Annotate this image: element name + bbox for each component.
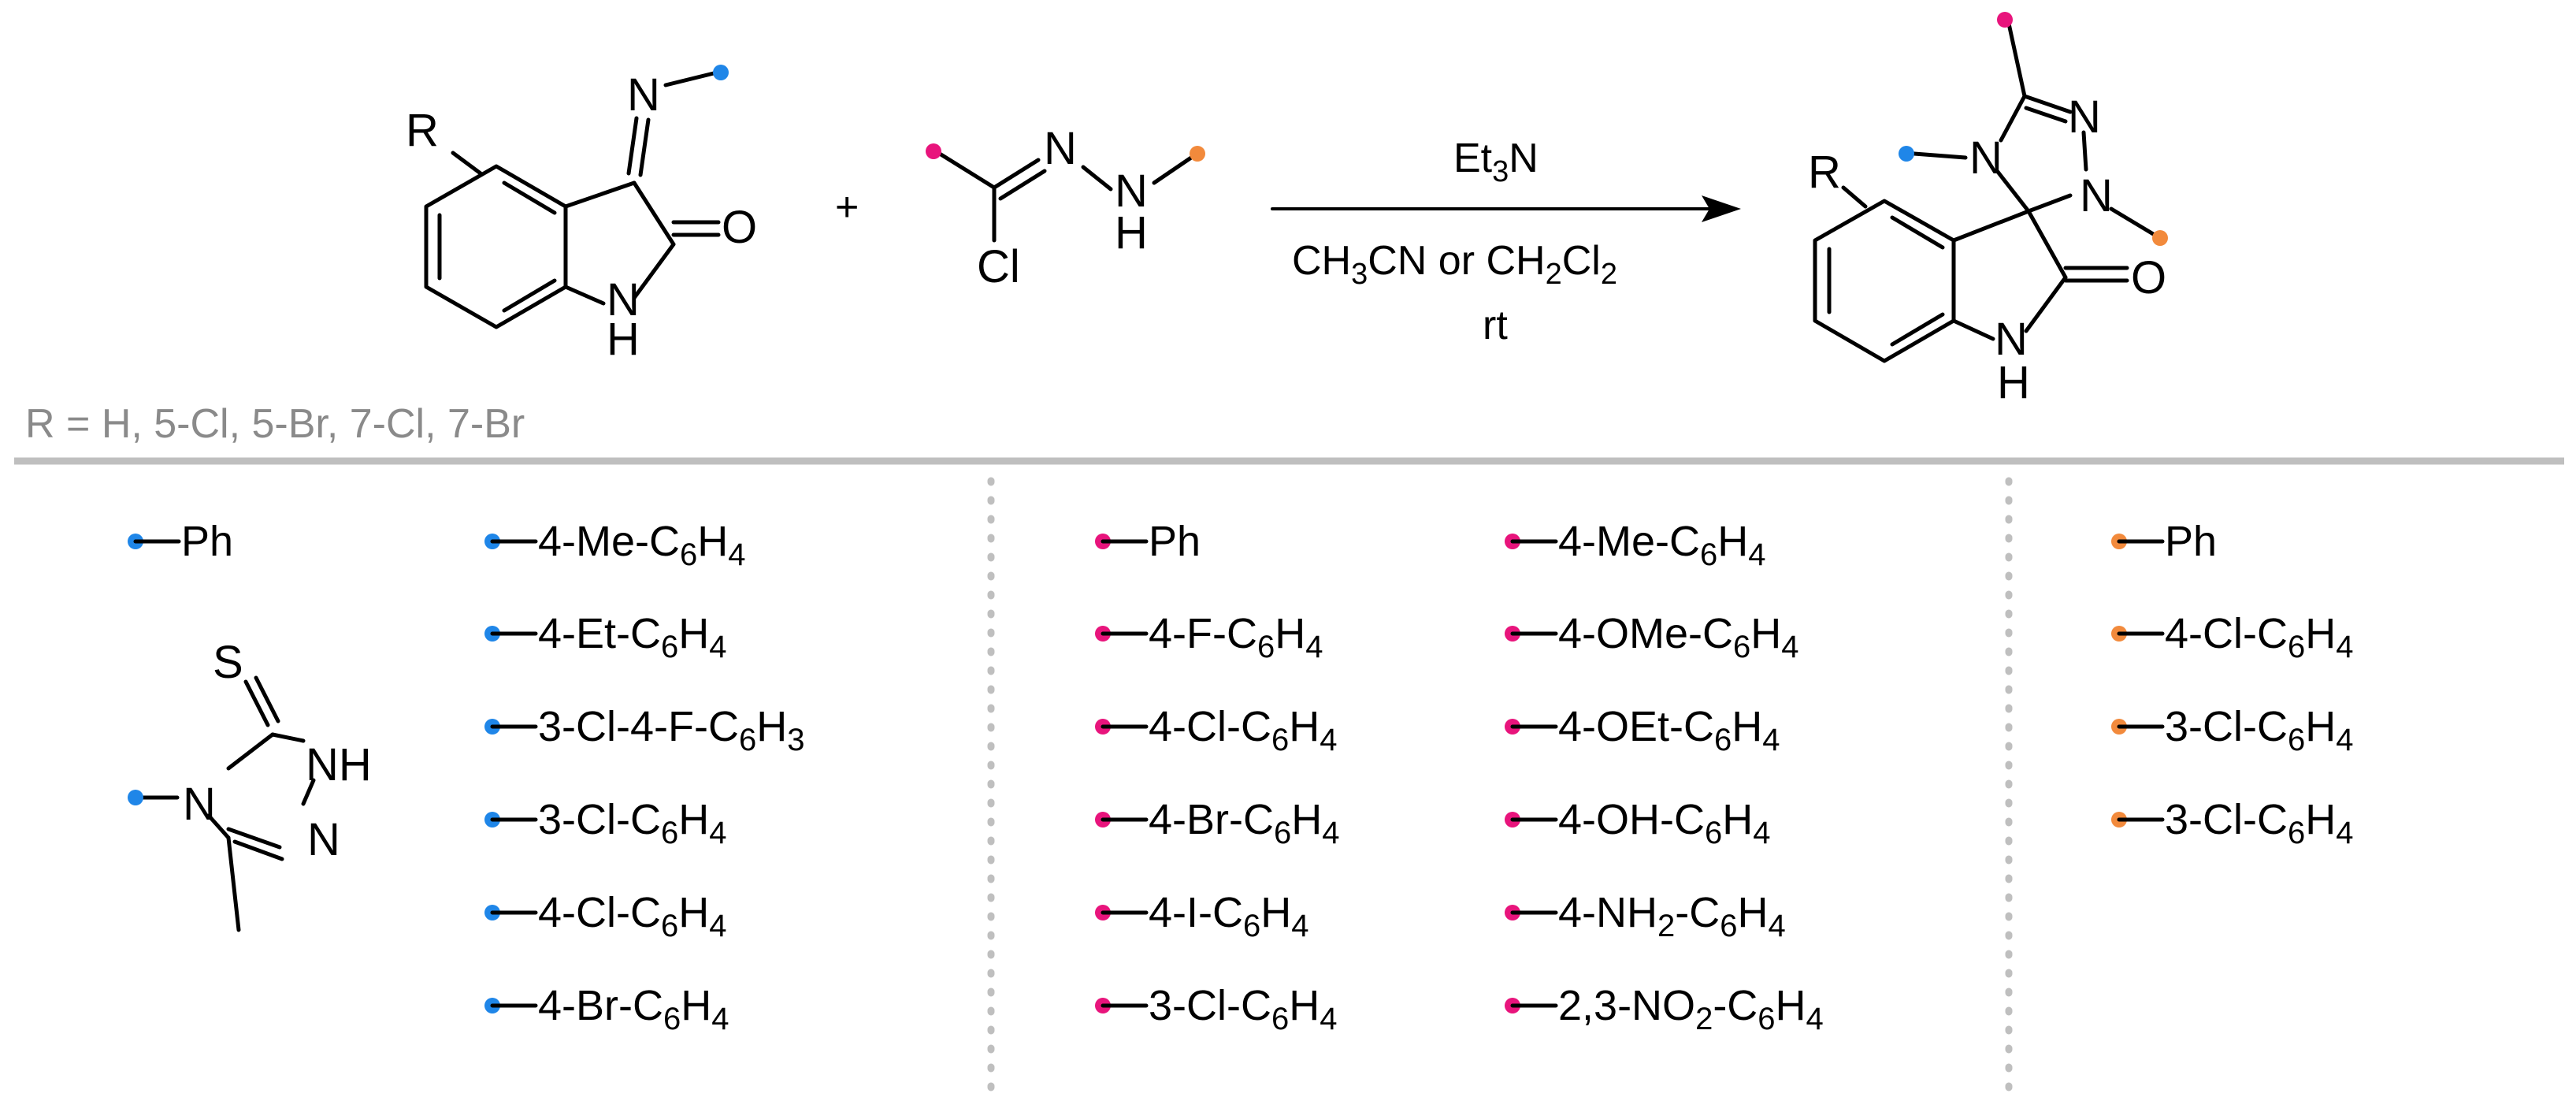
nh-h-label: H [607, 314, 640, 365]
orange-item-1-label: 4-Cl-C6H4 [2165, 610, 2354, 664]
pink-col1-item-2-label: 4-Cl-C6H4 [1149, 703, 1338, 757]
pink-col2-item-0-label: 4-Me-C6H4 [1558, 518, 1766, 572]
imine-n-label: N [627, 69, 660, 121]
pink-col2-item-3-label: 4-OH-C6H4 [1558, 796, 1771, 850]
triazole-n4-label: N [183, 779, 216, 830]
chloro-label: Cl [977, 241, 1020, 292]
pink-col2-item-2-label: 4-OEt-C6H4 [1558, 703, 1780, 757]
pink-col2-item-3: 4-OH-C6H4 [1505, 796, 1771, 850]
base-label: Et3N [1453, 136, 1539, 188]
product-spiro-compound: N N N O N H R [1808, 12, 2168, 408]
product-n2-label: N [2068, 91, 2101, 143]
triazole-n1-label: N [307, 814, 340, 865]
product-n1-label: N [2080, 170, 2113, 221]
hydrazone-n-label: N [1044, 123, 1077, 174]
pink-col1-item-4: 4-I-C6H4 [1095, 889, 1309, 943]
pink-col2-item-4: 4-NH2-C6H4 [1505, 889, 1786, 943]
substituent-lists: Ph 4-Me-C6H4 4-Et-C6H4 3-Cl-4-F-C6H3 3-Cl-C6… [128, 518, 2354, 1036]
blue-col1-item-0-label: Ph [181, 518, 233, 565]
blue-col2-item-2: 3-Cl-4-F-C6H3 [484, 703, 804, 757]
pink-col1-item-3: 4-Br-C6H4 [1095, 796, 1340, 850]
orange-item-1: 4-Cl-C6H4 [2111, 610, 2354, 664]
hydrazone-nh-label: N [1115, 165, 1148, 217]
product-n4-label: N [1969, 132, 2003, 184]
pink-dot-product [1997, 12, 2013, 28]
blue-col2-item-1-label: 4-Et-C6H4 [538, 610, 727, 664]
orange-item-2-label: 3-Cl-C6H4 [2165, 703, 2354, 757]
blue-dot-reagent [713, 65, 729, 80]
pink-col2-item-2: 4-OEt-C6H4 [1505, 703, 1780, 757]
blue-col2-item-3: 3-Cl-C6H4 [484, 796, 727, 850]
orange-item-3: 3-Cl-C6H4 [2111, 796, 2354, 850]
pink-col1-item-4-label: 4-I-C6H4 [1149, 889, 1309, 943]
pink-col2-item-5-label: 2,3-NO2-C6H4 [1558, 982, 1824, 1036]
reaction-arrow [1271, 195, 1741, 222]
product-r-group-label: R [1808, 147, 1841, 198]
pink-col1-item-0: Ph [1095, 518, 1201, 565]
pink-col1-item-5: 3-Cl-C6H4 [1095, 982, 1338, 1036]
blue-dot-product [1899, 146, 1914, 162]
blue-col2-item-5: 4-Br-C6H4 [484, 982, 729, 1036]
pink-col2-item-1-label: 4-OMe-C6H4 [1558, 610, 1799, 664]
orange-item-3-label: 3-Cl-C6H4 [2165, 796, 2354, 850]
solvent-label: CH3CN or CH2Cl2 [1292, 238, 1617, 291]
blue-col2-item-4-label: 4-Cl-C6H4 [538, 889, 727, 943]
plus-sign: + [835, 184, 859, 230]
blue-col2-item-4: 4-Cl-C6H4 [484, 889, 727, 943]
product-carbonyl-o-label: O [2131, 252, 2166, 303]
hydrazone-h-label: H [1115, 207, 1148, 258]
orange-item-0-label: Ph [2165, 518, 2217, 565]
pink-col1-item-5-label: 3-Cl-C6H4 [1149, 982, 1338, 1036]
triazole-blue-dot [128, 790, 143, 805]
pink-col2-item-1: 4-OMe-C6H4 [1505, 610, 1799, 664]
orange-item-0: Ph [2111, 518, 2217, 565]
pink-col1-item-0-label: Ph [1149, 518, 1201, 565]
pink-col2-item-0: 4-Me-C6H4 [1505, 518, 1766, 572]
reagent-isatin-imine: N O N H R [406, 65, 757, 365]
triazole-s-label: S [213, 637, 243, 688]
pink-col1-item-3-label: 4-Br-C6H4 [1149, 796, 1340, 850]
carbonyl-o-label: O [722, 202, 757, 253]
pink-col2-item-4-label: 4-NH2-C6H4 [1558, 889, 1786, 943]
temperature-label: rt [1483, 303, 1508, 348]
triazole-thione-substituent: S NH N N [128, 637, 372, 932]
nh-n-label: N [607, 274, 640, 325]
pink-dot-reagent [926, 143, 941, 159]
r-definition: R = H, 5-Cl, 5-Br, 7-Cl, 7-Br [25, 401, 525, 447]
r-group-label: R [406, 105, 439, 156]
pink-col1-item-2: 4-Cl-C6H4 [1095, 703, 1338, 757]
orange-item-2: 3-Cl-C6H4 [2111, 703, 2354, 757]
triazole-nh-label: NH [306, 739, 372, 790]
blue-col2-item-1: 4-Et-C6H4 [484, 610, 727, 664]
blue-col2-item-0-label: 4-Me-C6H4 [538, 518, 746, 572]
product-nh-h-label: H [1997, 357, 2030, 408]
blue-col2-item-0: 4-Me-C6H4 [484, 518, 746, 572]
pink-col2-item-5: 2,3-NO2-C6H4 [1505, 982, 1824, 1036]
reagent-hydrazonoyl-chloride: N N H Cl [926, 123, 1205, 292]
blue-col2-item-5-label: 4-Br-C6H4 [538, 982, 729, 1036]
blue-col2-item-3-label: 3-Cl-C6H4 [538, 796, 727, 850]
product-nh-n-label: N [1995, 314, 2028, 365]
pink-col1-item-1: 4-F-C6H4 [1095, 610, 1323, 664]
blue-col1-item-0: Ph [128, 518, 233, 565]
orange-dot-reagent [1190, 146, 1205, 162]
blue-col2-item-2-label: 3-Cl-4-F-C6H3 [538, 703, 804, 757]
pink-col1-item-1-label: 4-F-C6H4 [1149, 610, 1323, 664]
orange-dot-product [2152, 230, 2168, 246]
